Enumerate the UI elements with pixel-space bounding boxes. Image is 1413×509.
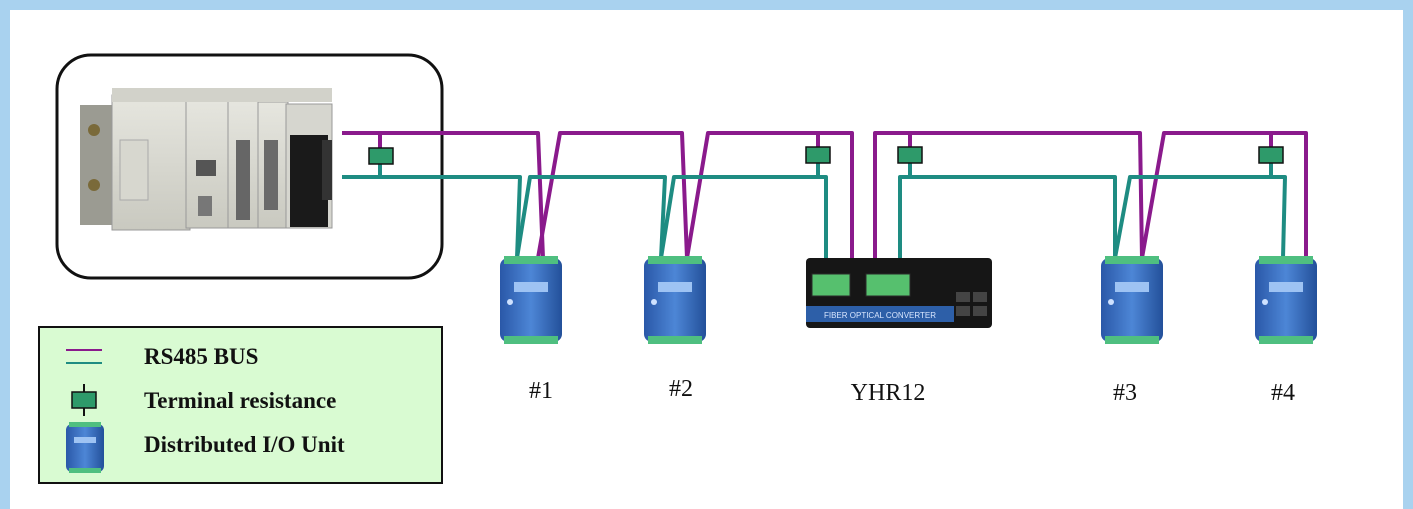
plc-controller-icon [80,88,333,231]
io-unit-1-icon [500,256,562,344]
io-unit-4-icon [1255,256,1317,344]
node-label-yhr12: YHR12 [850,380,926,406]
fiber-optical-converter-icon [806,258,992,328]
node-label-4: #4 [1271,380,1295,406]
legend-label-rs485-bus: RS485 BUS [144,344,259,369]
bus-line-2 [342,162,1287,259]
node-label-1: #1 [529,378,553,404]
terminal-resistance-icon [71,384,97,416]
node-label-2: #2 [669,376,693,402]
terminal-resistance-2 [805,146,831,164]
io-unit-icon [66,422,104,473]
legend: RS485 BUS Terminal resistance Distribute… [38,326,443,484]
legend-label-terminal-resistance: Terminal resistance [144,388,337,413]
bus-lines-icon [66,349,102,364]
node-label-3: #3 [1113,380,1137,406]
io-unit-3-icon [1101,256,1163,344]
legend-label-distributed-io-unit: Distributed I/O Unit [144,432,345,457]
terminal-resistance-3 [897,146,923,164]
terminal-resistance-left [368,147,394,165]
rs485-bus-line [342,131,1308,259]
converter-body-text: FIBER OPTICAL CONVERTER [824,311,936,320]
terminal-resistance-right [1258,146,1284,164]
io-unit-2-icon [644,256,706,344]
legend-icons [66,349,104,473]
